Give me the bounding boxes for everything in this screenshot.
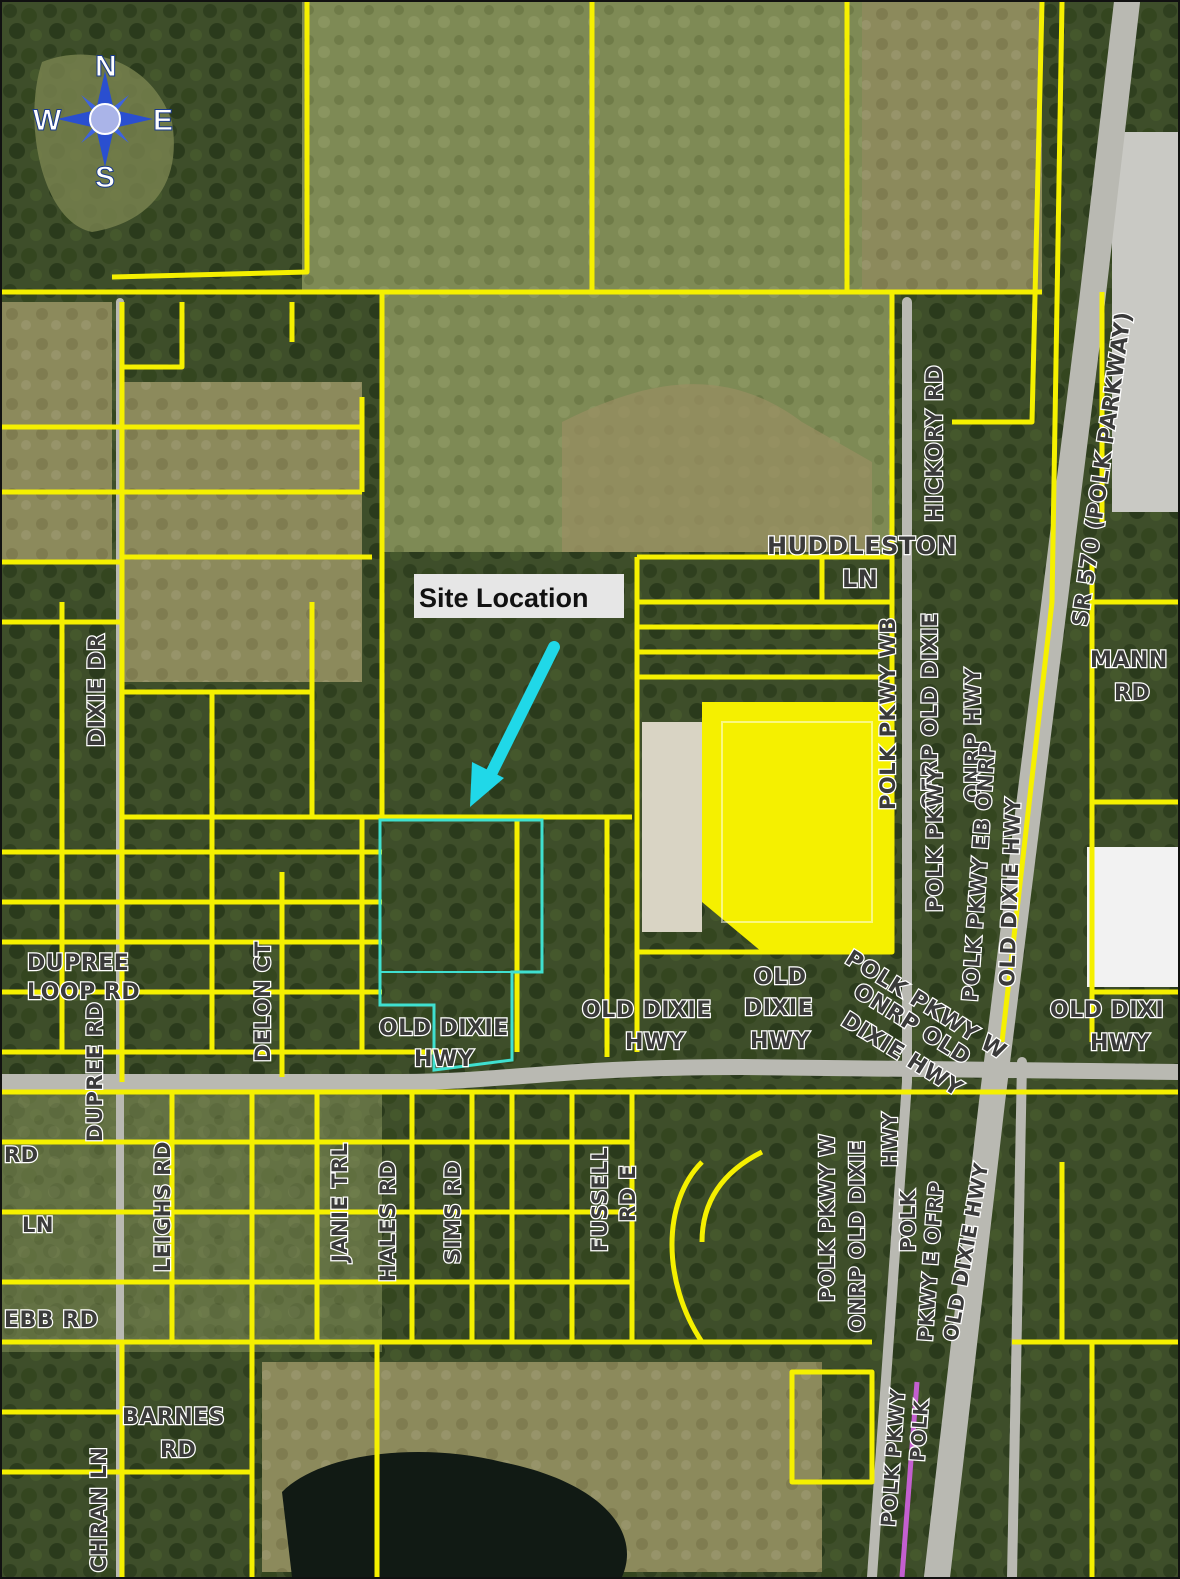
label-barnes-rd: RD	[160, 1438, 196, 1463]
label-polk-pkwy-wb: POLK PKWY WB	[876, 617, 900, 810]
compass-north: N	[95, 50, 117, 83]
label-chran-ln: CHRAN LN	[87, 1447, 111, 1572]
label-old-dixie-right: OLD DIXI	[1050, 998, 1164, 1023]
label-leighs-rd: LEIGHS RD	[151, 1141, 175, 1272]
label-hwy-1: HWY	[414, 1047, 475, 1072]
label-sims-rd: SIMS RD	[441, 1161, 465, 1264]
label-onrp-hwy: ONRP HWY	[961, 667, 985, 802]
label-dixie-dr: DIXIE DR	[85, 634, 110, 747]
site-location-label: Site Location	[414, 574, 624, 618]
road-labels: HUDDLESTON LN HICKORY RD POLK PKWY WB OF…	[3, 309, 1169, 1573]
commercial-parcel	[702, 702, 892, 952]
label-dupree-rd: DUPREE RD	[83, 1002, 107, 1142]
label-dixie-3: DIXIE	[744, 996, 813, 1021]
label-ebb-rd: EBB RD	[4, 1308, 98, 1333]
label-delon-ct: DELON CT	[251, 941, 275, 1062]
label-mann-rd: RD	[1114, 681, 1150, 706]
label-polk-pkwy-w-onrp: POLK PKWY W	[815, 1134, 839, 1302]
label-barnes: BARNES	[122, 1405, 225, 1430]
label-hwy-3: HWY	[750, 1029, 811, 1054]
compass-south: S	[95, 161, 115, 194]
label-polk-pkwy-vertical: POLK PKWY	[923, 767, 947, 912]
label-rd-left: RD	[4, 1143, 39, 1167]
compass-rose: N S W E	[33, 50, 174, 195]
label-rd-e: RD E	[616, 1165, 640, 1222]
label-old-dixie-2: OLD DIXIE	[582, 998, 712, 1023]
label-polk-lower: POLK	[896, 1189, 920, 1252]
compass-east: E	[153, 104, 173, 137]
compass-west: W	[33, 104, 62, 137]
label-mann: MANN	[1090, 648, 1168, 673]
label-old-3: OLD	[754, 965, 806, 990]
label-ofrp-old-dixie: OFRP OLD DIXIE	[918, 612, 942, 810]
label-dupree: DUPREE	[27, 951, 129, 976]
label-fussell: FUSSELL	[588, 1147, 612, 1252]
svg-text:Site Location: Site Location	[419, 583, 589, 613]
site-outline[interactable]	[378, 818, 544, 1072]
label-janie-trl: JANIE TRL	[328, 1143, 352, 1265]
label-huddleston: HUDDLESTON	[767, 532, 957, 560]
label-onrp-old-dixie: ONRP OLD DIXIE	[845, 1140, 869, 1332]
label-hwy-2: HWY	[625, 1030, 686, 1055]
label-hales-rd: HALES RD	[376, 1160, 400, 1282]
label-huddleston-ln: LN	[842, 565, 878, 593]
site-arrow	[470, 641, 560, 807]
label-hwy-lower: HWY	[878, 1112, 902, 1167]
label-polk-pkwy-bottom2: POLK	[905, 1398, 933, 1462]
label-loop-rd: LOOP RD	[27, 980, 140, 1005]
label-hwy-right: HWY	[1090, 1031, 1151, 1056]
label-old-dixie-1: OLD DIXIE	[379, 1016, 509, 1041]
label-hickory-rd: HICKORY RD	[923, 365, 948, 522]
label-ln-left: LN	[22, 1213, 54, 1237]
